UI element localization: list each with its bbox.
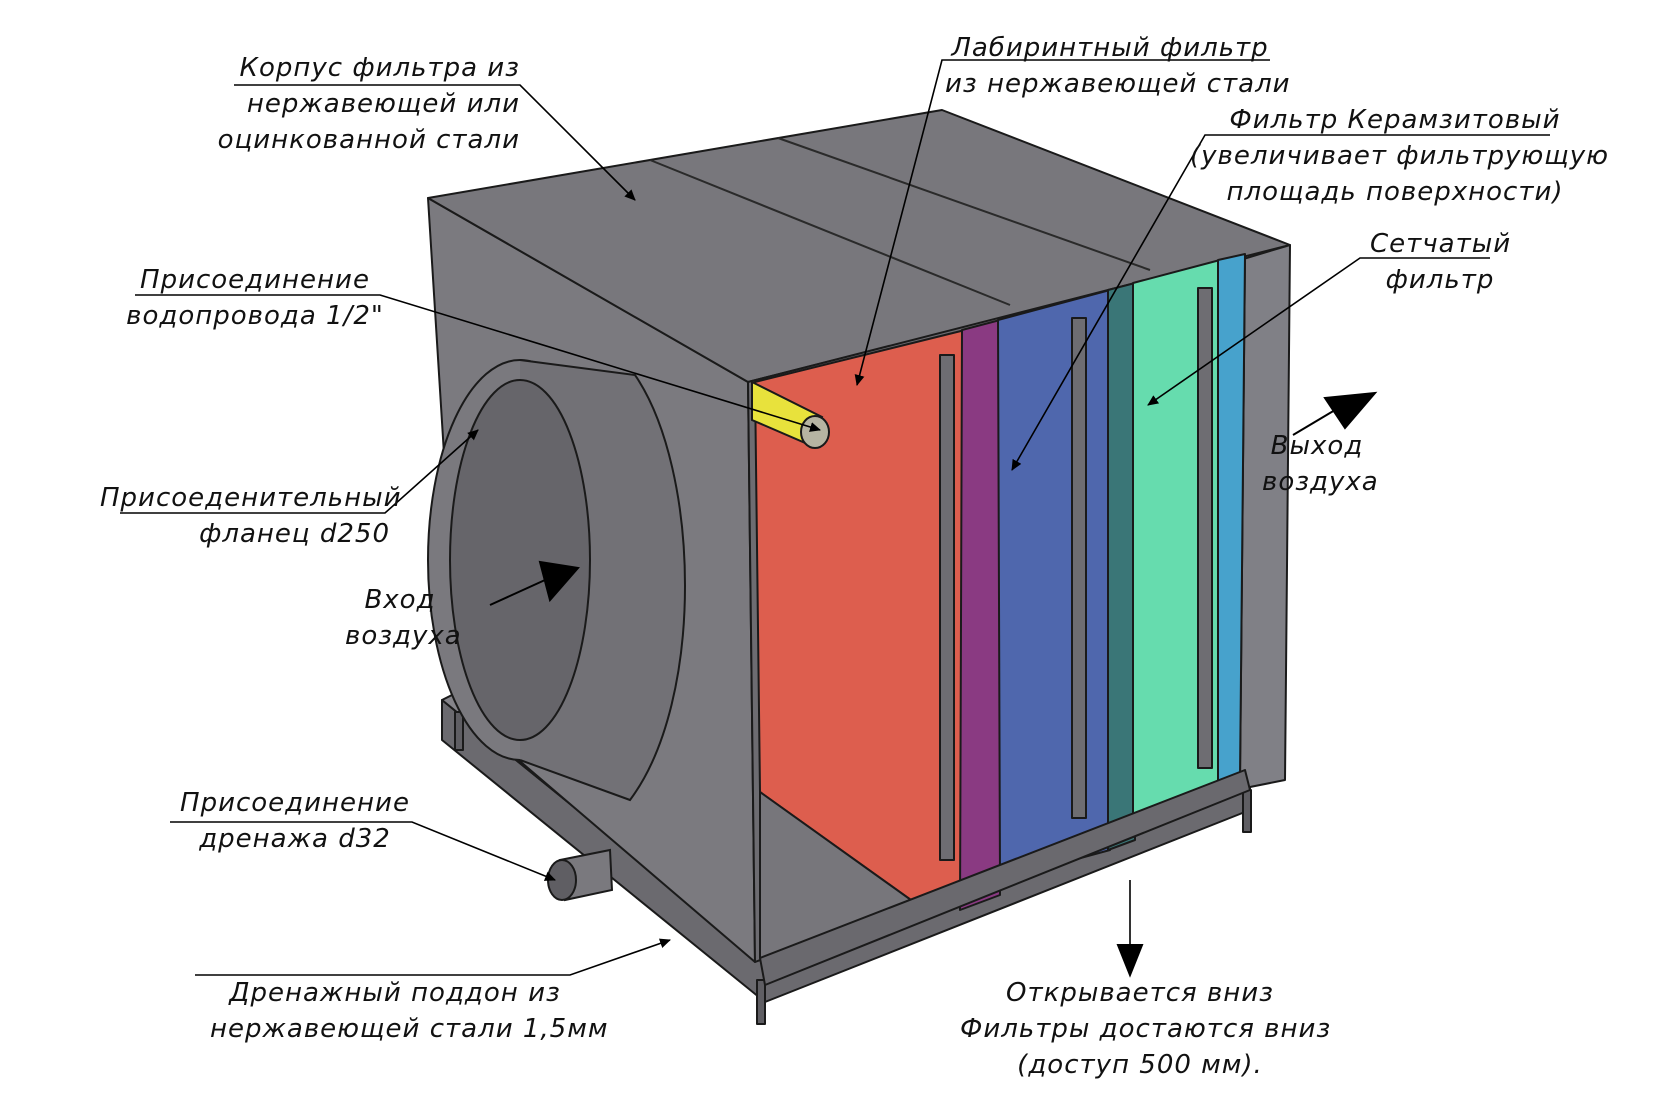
leader-lines [120,59,1550,976]
front-lip [759,769,1251,986]
housing-body [427,109,1291,1025]
air-in-arrowhead [538,560,580,603]
air-out-arrowhead [1323,391,1378,430]
guide-bar [1071,317,1087,819]
down-arrowhead [1116,944,1144,978]
tray-leg [756,979,766,1025]
blue-filter [997,289,1111,881]
air-out-arrow [1292,409,1336,436]
purple-filter [959,319,1001,911]
flow-arrows [489,391,1378,978]
lightblue-filter [1217,253,1246,786]
guide-bar [939,354,955,861]
tray-leg [454,711,464,751]
air-in-arrow [489,579,546,606]
flange [427,359,686,802]
water-pipe [751,380,830,449]
tray-leg [1242,789,1252,833]
drain-pipe [547,848,614,902]
guide-bar [1197,287,1213,769]
label-ceramsite-filter: Фильтр Керамзитовый(увеличивает фильтрую… [1190,105,1610,207]
teal-filter [1107,282,1136,851]
